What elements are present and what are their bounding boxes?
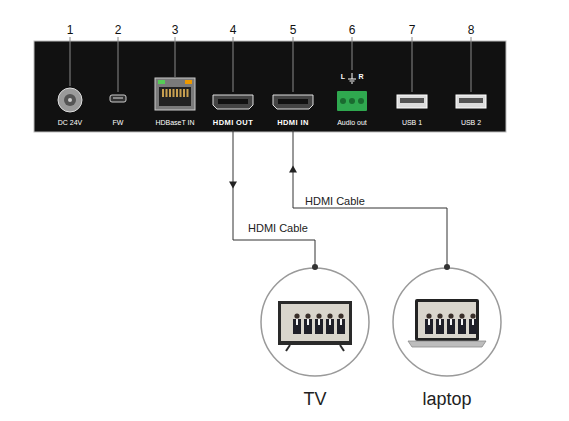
person-head <box>459 313 464 318</box>
port-label: HDMI IN <box>277 118 309 130</box>
circle-outline <box>392 267 502 377</box>
laptop-base <box>408 341 486 347</box>
person-body <box>293 319 301 334</box>
person-head <box>305 313 310 318</box>
arrow-head <box>289 166 297 173</box>
circle-border <box>393 268 501 376</box>
cable-label: HDMI Cable <box>248 222 308 235</box>
callout-number: 6 <box>337 23 367 37</box>
person-head <box>470 313 475 318</box>
tv-foot <box>286 345 290 351</box>
device-label: TV <box>240 388 390 410</box>
connector-line <box>293 130 447 267</box>
ground-symbol <box>348 73 356 83</box>
port-label: FW <box>113 118 124 130</box>
port-node: USB 1 <box>390 78 434 130</box>
port-node: FW <box>103 78 133 130</box>
rj45-port <box>155 78 195 110</box>
person-body <box>304 319 312 334</box>
callout-number: 8 <box>456 23 486 37</box>
audio-terminal <box>337 91 367 111</box>
person-shirt <box>307 319 309 325</box>
hdmi-cable-connector <box>229 130 318 270</box>
hdmi-cable-connector <box>289 130 450 270</box>
port-label: Audio out <box>337 118 367 130</box>
person-head <box>426 313 431 318</box>
circle-border <box>261 268 369 376</box>
device-panel <box>34 41 506 132</box>
laptop-picture <box>408 299 486 347</box>
person-shirt <box>340 319 342 325</box>
person-body <box>425 319 433 334</box>
person-body <box>315 319 323 334</box>
connector-dot <box>312 264 318 270</box>
circle-outline <box>260 267 370 377</box>
port-label: HDMI OUT <box>213 118 253 130</box>
person-head <box>327 313 332 318</box>
person-shirt <box>296 319 298 325</box>
usb-port <box>456 95 486 108</box>
person-head <box>316 313 321 318</box>
hdmi-port <box>273 95 313 109</box>
person-shirt <box>450 319 452 325</box>
person-shirt <box>329 319 331 325</box>
person-shirt <box>439 319 441 325</box>
person-shirt <box>428 319 430 325</box>
person-head <box>448 313 453 318</box>
connector-line <box>233 130 315 267</box>
laptop-screen <box>418 302 476 338</box>
person-body <box>326 319 334 334</box>
port-node: HDBaseT IN <box>145 78 205 130</box>
port-node: HDMI OUT <box>204 78 262 130</box>
micro-usb-port <box>110 95 126 102</box>
port-label: USB 2 <box>461 118 481 130</box>
port-node: Audio out <box>327 78 377 130</box>
person-body <box>337 319 345 334</box>
tv-frame <box>278 301 352 345</box>
callout-number: 4 <box>218 23 248 37</box>
callout-number: 7 <box>397 23 427 37</box>
usb-port <box>397 95 427 108</box>
port-node: DC 24V <box>48 78 92 130</box>
port-node: USB 2 <box>449 78 493 130</box>
person-head <box>437 313 442 318</box>
person-head <box>294 313 299 318</box>
callout-number: 1 <box>55 23 85 37</box>
person-shirt <box>472 319 474 325</box>
callout-number: 5 <box>278 23 308 37</box>
connector-dot <box>444 264 450 270</box>
person-shirt <box>318 319 320 325</box>
laptop-lid <box>415 299 479 341</box>
person-body <box>447 319 455 334</box>
hdmi-port <box>213 95 253 109</box>
person-body <box>458 319 466 334</box>
person-head <box>338 313 343 318</box>
device-circle: TV <box>260 267 370 377</box>
callout-number: 2 <box>103 23 133 37</box>
device-label: laptop <box>372 388 522 410</box>
arrow-head <box>229 182 237 189</box>
channel-label: L <box>328 72 358 81</box>
person-body <box>436 319 444 334</box>
leader-lines <box>70 37 471 92</box>
tv-picture <box>278 301 352 351</box>
tv-screen <box>281 304 349 341</box>
port-node: HDMI IN <box>264 78 322 130</box>
dc-jack <box>58 88 82 112</box>
callout-number: 3 <box>160 23 190 37</box>
cable-label: HDMI Cable <box>305 195 365 208</box>
port-label: HDBaseT IN <box>155 118 194 130</box>
port-label: USB 1 <box>402 118 422 130</box>
device-circle: laptop <box>392 267 502 377</box>
port-label: DC 24V <box>58 118 83 130</box>
channel-label: R <box>346 72 376 81</box>
person-shirt <box>461 319 463 325</box>
person-body <box>469 319 477 334</box>
tv-foot <box>340 345 344 351</box>
